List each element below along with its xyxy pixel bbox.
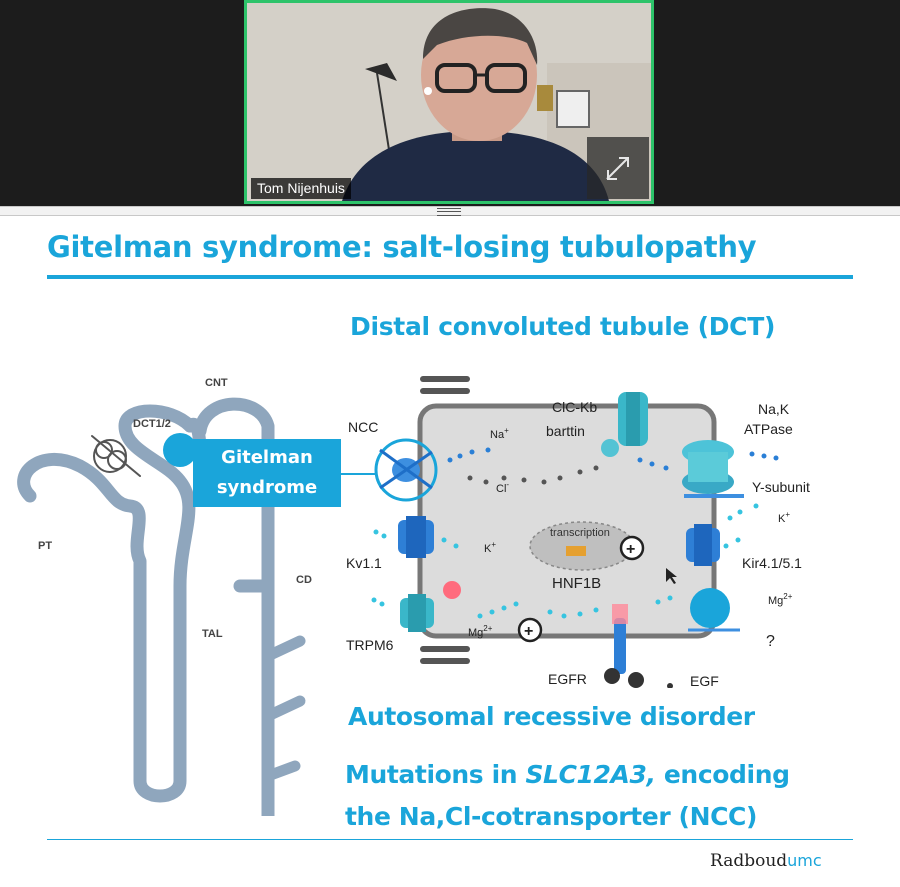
label-ncc: NCC — [348, 419, 378, 435]
expand-icon — [606, 157, 629, 180]
resize-divider[interactable] — [0, 206, 900, 216]
expand-video-button[interactable] — [587, 137, 649, 199]
slide-subtitle: Distal convoluted tubule (DCT) — [350, 312, 776, 341]
label-kv: Kv1.1 — [346, 555, 382, 571]
label-mg-right: Mg2+ — [768, 592, 793, 607]
label-na-plus: Na+ — [490, 426, 509, 441]
label-ysubunit: Y-subunit — [752, 479, 810, 495]
label-k-left: K+ — [484, 540, 496, 555]
label-nak: Na,K — [758, 401, 790, 417]
nephron-diagram: CNT DCT1/2 PT TAL CD — [17, 377, 312, 816]
slide-title: Gitelman syndrome: salt-losing tubulopat… — [47, 230, 757, 264]
video-strip: Tom Nijenhuis — [0, 0, 900, 206]
gitelman-callout: Gitelman syndrome — [193, 439, 341, 507]
bottom-line-2: Mutations in SLC12A3, encoding — [345, 760, 790, 789]
label-transcription: transcription — [550, 527, 610, 539]
label-atpase: ATPase — [744, 421, 793, 437]
participant-video-tile[interactable]: Tom Nijenhuis — [244, 0, 654, 204]
label-cnt: CNT — [205, 377, 228, 389]
label-egfr: EGFR — [548, 671, 587, 687]
label-dct: DCT1/2 — [133, 418, 171, 430]
plus-circle-hnf1b: + — [626, 541, 635, 558]
gitelman-callout-line1: Gitelman — [221, 447, 313, 468]
bottom-line-3: the Na,Cl-cotransporter (NCC) — [345, 802, 758, 831]
drag-handle-icon[interactable] — [437, 208, 461, 216]
bottom-line-1: Autosomal recessive disorder — [348, 702, 755, 731]
label-trpm6: TRPM6 — [346, 637, 394, 653]
label-cd: CD — [296, 574, 312, 586]
dct-cell-diagram: NCC ClC-Kb barttin Na,K ATPase Na+ Cl- Y… — [340, 376, 810, 688]
label-mg-left: Mg2+ — [468, 624, 493, 639]
mouse-cursor-icon — [666, 568, 677, 584]
title-underline — [47, 275, 853, 279]
label-cl-minus: Cl- — [496, 480, 509, 495]
label-barttin: barttin — [546, 423, 585, 439]
label-question: ? — [766, 633, 775, 650]
participant-name-label: Tom Nijenhuis — [251, 178, 351, 199]
label-k-right: K+ — [778, 510, 790, 525]
bottom-rule — [47, 839, 853, 840]
dct-marker — [163, 433, 197, 467]
label-pt: PT — [38, 540, 52, 552]
plus-circle-egfr: + — [524, 623, 533, 640]
participant-video — [247, 3, 651, 201]
label-hnf1b: HNF1B — [552, 575, 601, 592]
label-clckb: ClC-Kb — [552, 399, 597, 415]
radboudumc-logo: Radboudumc — [710, 851, 822, 871]
label-egf: EGF — [690, 673, 719, 688]
label-kir: Kir4.1/5.1 — [742, 555, 802, 571]
label-tal: TAL — [202, 628, 223, 640]
gitelman-callout-line2: syndrome — [216, 477, 318, 498]
shared-slide: Gitelman syndrome: salt-losing tubulopat… — [0, 216, 900, 887]
